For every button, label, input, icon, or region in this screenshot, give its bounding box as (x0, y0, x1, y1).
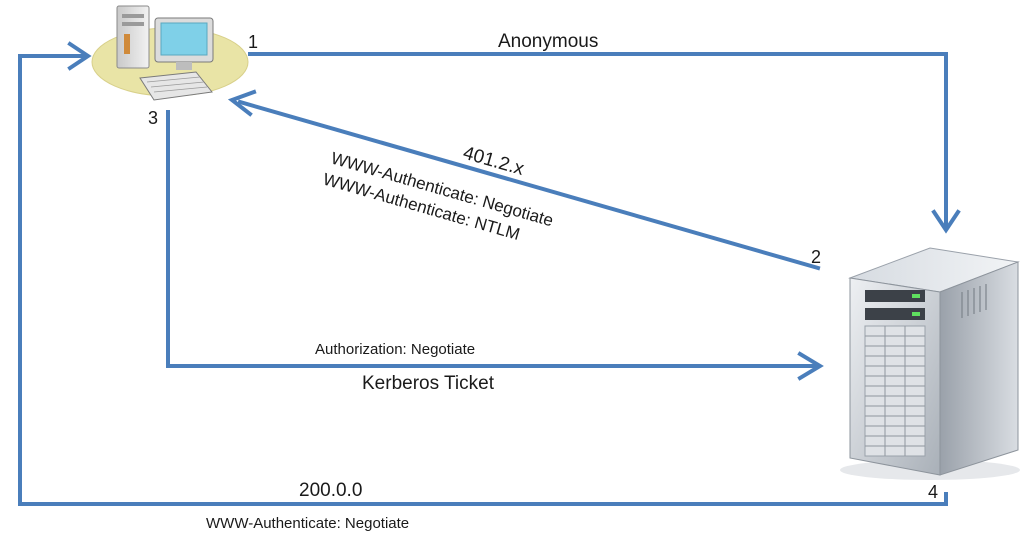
arrow-step3-head (797, 351, 824, 381)
client-monitor-screen (160, 22, 208, 56)
server-bay (865, 290, 925, 302)
server-led (912, 312, 920, 316)
server-grille (864, 325, 926, 457)
server-side-vents (961, 284, 987, 318)
server-tower-icon (840, 247, 1020, 480)
step4-status: 200.0.0 (299, 480, 362, 501)
client-tower-led (124, 34, 130, 54)
step2-number: 2 (811, 247, 821, 267)
step1-label: Anonymous (498, 31, 598, 52)
server-bay (865, 308, 925, 320)
arrow-step1-head (931, 209, 961, 234)
server-side (939, 261, 1019, 476)
client-monitor-stand (176, 62, 192, 70)
arrow-step3-ticket (166, 110, 817, 368)
arrow-step4-response (18, 54, 948, 506)
arrow-step1-request (248, 52, 948, 227)
arrow-step4-head (67, 41, 92, 71)
arrow-step2-head (227, 89, 257, 117)
client-keyboard (139, 71, 213, 101)
arrow-step2-challenge (237, 99, 821, 271)
server-grille-lines (865, 326, 925, 456)
step4-number: 4 (928, 482, 938, 502)
step3-header: Authorization: Negotiate (315, 341, 475, 358)
step3-number: 3 (148, 108, 158, 128)
client-computer-icon (91, 5, 249, 101)
step3-label: Kerberos Ticket (362, 373, 495, 394)
step4-header: WWW-Authenticate: Negotiate (206, 515, 409, 532)
client-tower-drive (122, 14, 144, 18)
client-tower-drive (122, 22, 144, 26)
step1-number: 1 (248, 32, 258, 52)
server-led (912, 294, 920, 298)
